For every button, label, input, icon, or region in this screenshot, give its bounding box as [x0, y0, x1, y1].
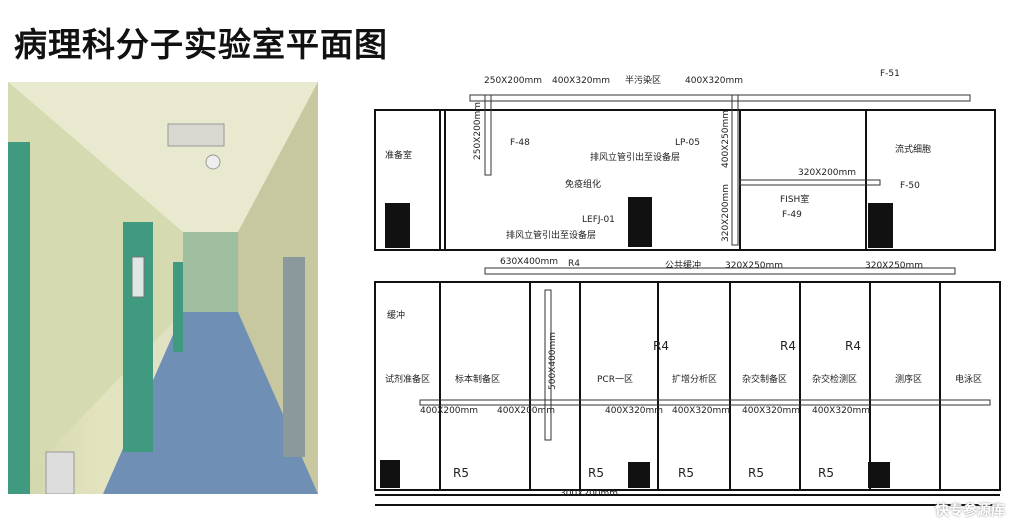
room-label: 杂交制备区 [742, 373, 787, 385]
corridor-illustration [8, 82, 318, 494]
tag-label: R4 [568, 259, 580, 269]
tag-label: R5 [748, 466, 764, 480]
tag-label: R5 [678, 466, 694, 480]
watermark: 快专参源库 [935, 503, 1005, 519]
tag-label: F-51 [880, 69, 900, 79]
room-label: PCR一区 [597, 374, 633, 385]
room-label: 测序区 [895, 373, 922, 385]
room-label: 流式细胞 [895, 143, 931, 155]
tag-label: R5 [453, 466, 469, 480]
tag-label: LP-05 [675, 138, 700, 148]
tag-label: R4 [653, 339, 669, 353]
room-label: 电泳区 [955, 373, 982, 385]
room-label: 试剂准备区 [385, 373, 430, 385]
corridor-photo [8, 82, 318, 494]
dim-label: 250X200mm [484, 76, 542, 86]
room-label: 标本制备区 [455, 373, 500, 385]
dim-label: 320X250mm [725, 261, 783, 271]
riser-note: 排风立管引出至设备层 [506, 229, 596, 241]
tag-label: F-49 [782, 210, 802, 220]
zone-label: 半污染区 [625, 74, 661, 86]
dim-label: 320X200mm [721, 184, 731, 242]
dim-label: 300X200mm [560, 489, 618, 499]
walls [374, 109, 1001, 506]
room-label: 扩增分析区 [672, 373, 717, 385]
slide-title: 病理科分子实验室平面图 [14, 25, 388, 64]
room-label: 杂交检测区 [812, 373, 857, 385]
room-label: 缓冲 [387, 309, 405, 321]
dim-label: 400X320mm [812, 406, 870, 416]
room-label: 准备室 [385, 149, 412, 161]
dim-label: 320X200mm [798, 168, 856, 178]
tag-label: R5 [818, 466, 834, 480]
room-label: 免疫组化 [565, 178, 601, 190]
tag-label: R5 [588, 466, 604, 480]
tag-label: R4 [780, 339, 796, 353]
zone-label: 公共缓冲 [665, 259, 701, 271]
tag-label: F-48 [510, 138, 530, 148]
dim-label: 400X320mm [552, 76, 610, 86]
dim-label: 320X250mm [865, 261, 923, 271]
dim-label: 400X320mm [672, 406, 730, 416]
tag-label: LEFJ-01 [582, 215, 615, 225]
riser-note: 排风立管引出至设备层 [590, 151, 680, 163]
dim-label: 630X400mm [500, 257, 558, 267]
dim-label: 400X320mm [742, 406, 800, 416]
equipment [380, 197, 893, 488]
dim-label: 400X200mm [497, 406, 555, 416]
dim-label: 400X320mm [685, 76, 743, 86]
dim-label: 500X400mm [548, 332, 558, 390]
tag-label: F-50 [900, 181, 920, 191]
dim-label: 250X200mm [473, 102, 483, 160]
room-label: FISH室 [780, 193, 809, 205]
dim-label: 400X250mm [721, 110, 731, 168]
dim-label: 400X320mm [605, 406, 663, 416]
tag-label: R4 [845, 339, 861, 353]
dim-label: 400X200mm [420, 406, 478, 416]
ducts [419, 94, 991, 441]
